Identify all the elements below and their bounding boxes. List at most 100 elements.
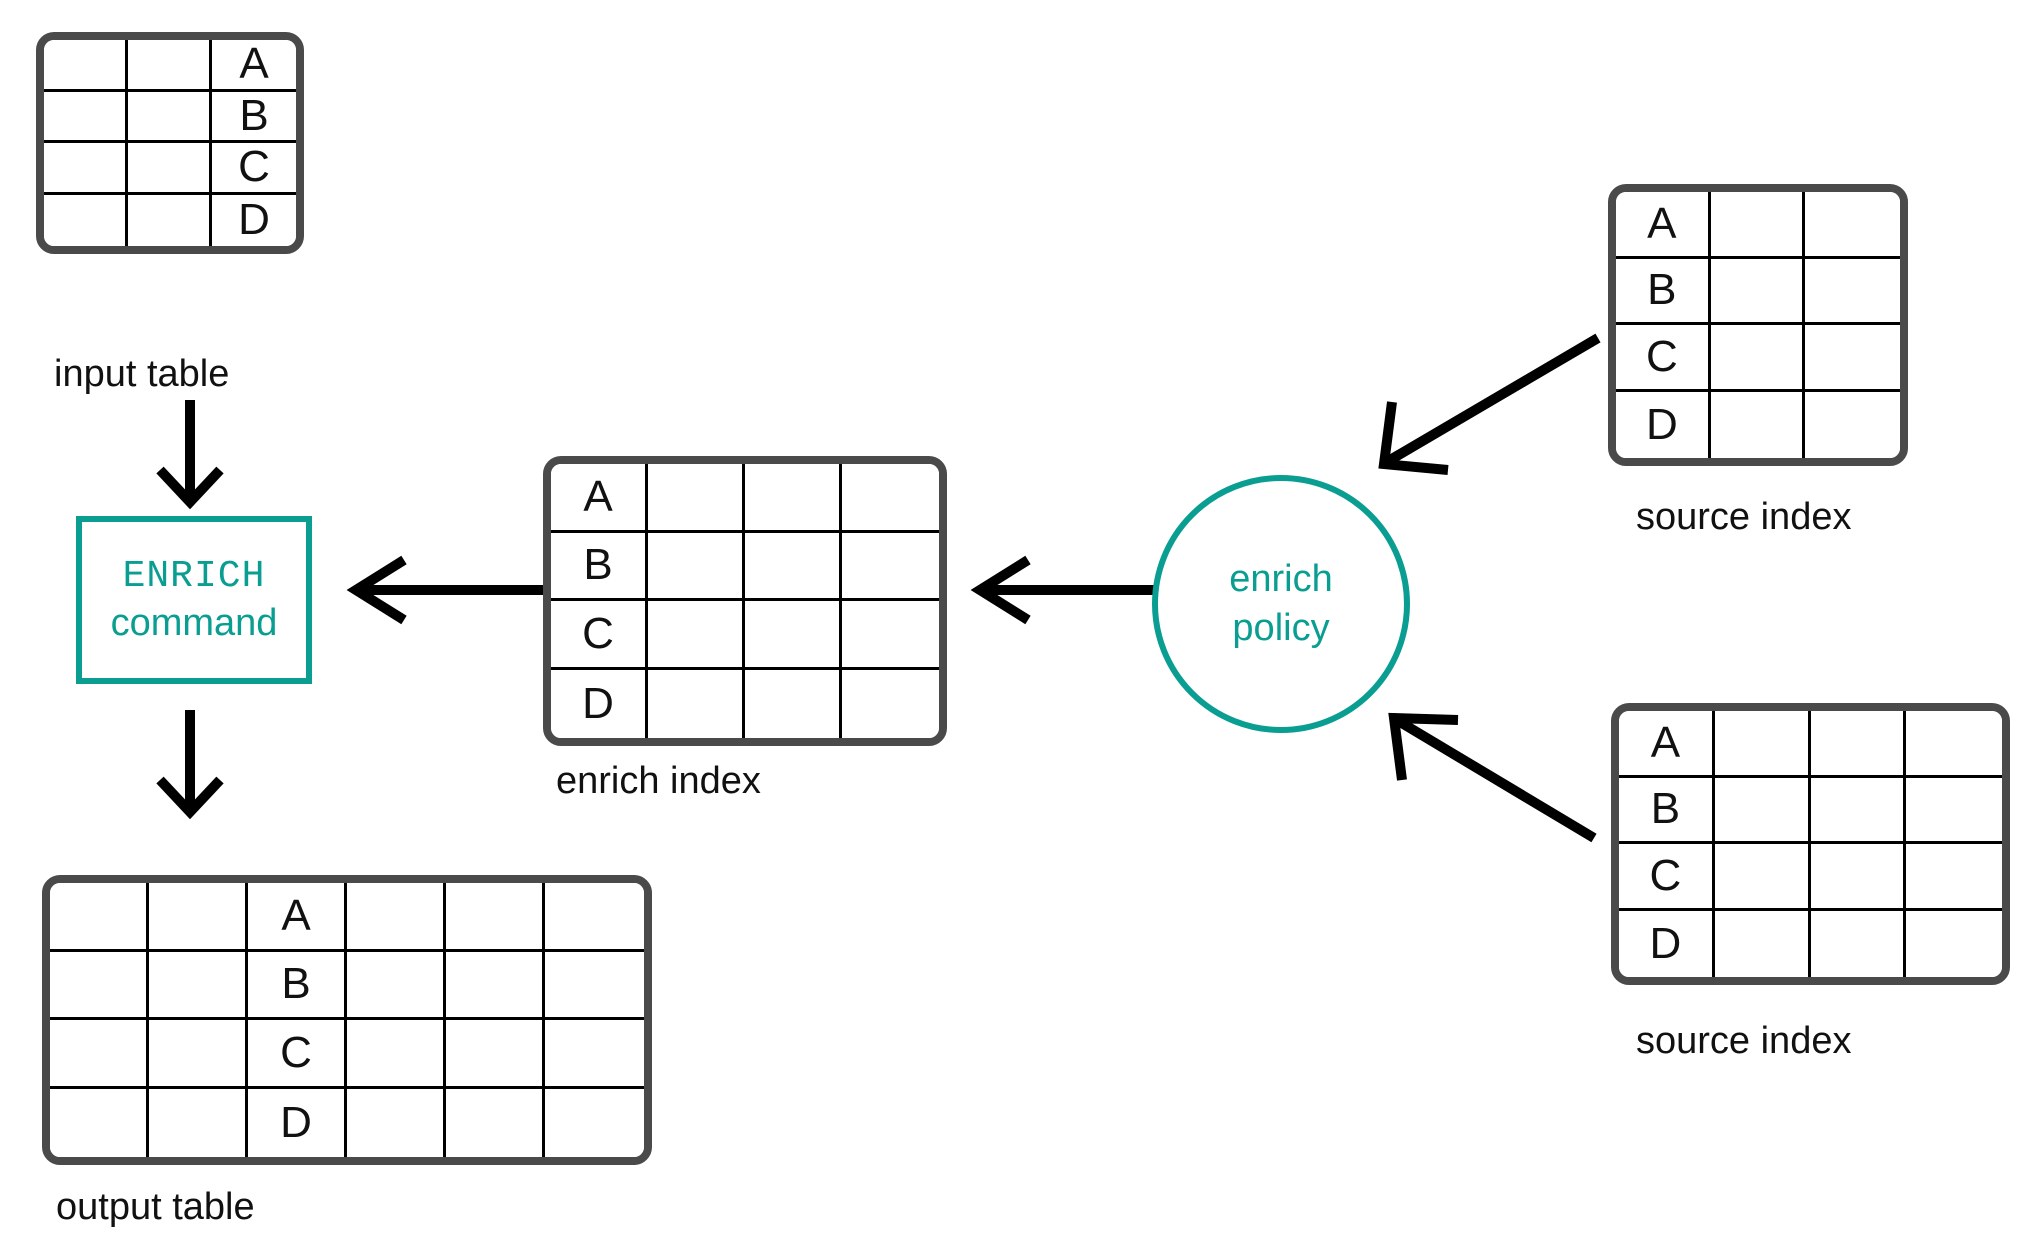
table-cell-key: A	[212, 40, 296, 92]
table-cell	[446, 1020, 545, 1089]
table-cell-key: B	[1616, 258, 1711, 325]
arrow-command-to-output	[156, 710, 224, 820]
table-cell	[50, 1020, 149, 1089]
table-cell	[50, 1088, 149, 1157]
table-cell-key: D	[248, 1088, 347, 1157]
table-cell-key: A	[1619, 711, 1715, 778]
table-cell	[745, 464, 842, 533]
table-cell	[1805, 258, 1900, 325]
table-cell	[648, 532, 745, 601]
table-cell	[149, 951, 248, 1020]
table-cell	[446, 951, 545, 1020]
table-cell	[1810, 910, 1907, 977]
table-cell	[347, 951, 446, 1020]
table-cell	[1714, 777, 1811, 844]
table-cell	[745, 532, 842, 601]
input-table-caption: input table	[54, 353, 230, 395]
table-cell	[128, 143, 212, 195]
table-cell	[128, 40, 212, 92]
table-cell	[842, 464, 939, 533]
table-cell	[1710, 258, 1806, 325]
table-cell	[1805, 391, 1900, 458]
table-cell	[44, 40, 128, 92]
arrow-policy-to-enrich-index	[970, 555, 1160, 625]
table-cell	[1710, 391, 1806, 458]
enrich-command-box[interactable]: ENRICH command	[76, 516, 312, 684]
table-cell	[1810, 711, 1907, 778]
table-cell-key: D	[1619, 910, 1715, 977]
table-cell	[1805, 325, 1900, 392]
table-cell-key: B	[212, 91, 296, 143]
table-cell-key: D	[551, 669, 648, 738]
table-cell	[648, 464, 745, 533]
table-cell-key: B	[551, 532, 648, 601]
source-index-bottom-caption: source index	[1636, 1020, 1852, 1062]
table-cell	[648, 669, 745, 738]
table-cell	[149, 883, 248, 952]
table-cell	[446, 883, 545, 952]
table-cell	[545, 1088, 644, 1157]
table-cell	[44, 194, 128, 246]
table-cell	[1906, 711, 2002, 778]
table-cell	[842, 532, 939, 601]
table-cell	[545, 951, 644, 1020]
table-cell-key: B	[248, 951, 347, 1020]
table-cell	[545, 1020, 644, 1089]
table-cell	[149, 1020, 248, 1089]
table-cell-key: C	[248, 1020, 347, 1089]
table-cell	[1710, 192, 1806, 259]
table-cell	[44, 143, 128, 195]
table-cell	[347, 883, 446, 952]
source-index-top-caption: source index	[1636, 496, 1852, 538]
table-cell	[347, 1088, 446, 1157]
arrow-source-top-to-policy	[1378, 333, 1601, 475]
table-cell	[1714, 711, 1811, 778]
table-cell-key: D	[1616, 391, 1711, 458]
table-cell	[745, 601, 842, 670]
table-cell-key: C	[551, 601, 648, 670]
arrow-enrich-index-to-command	[346, 555, 544, 625]
table-cell	[44, 91, 128, 143]
table-cell	[1906, 777, 2002, 844]
table-cell-key: C	[1616, 325, 1711, 392]
enrich-command-word: command	[110, 602, 278, 644]
table-cell	[745, 669, 842, 738]
table-cell	[842, 669, 939, 738]
table-cell	[50, 951, 149, 1020]
table-cell	[347, 1020, 446, 1089]
table-cell	[1810, 844, 1907, 911]
arrow-input-to-command	[156, 400, 224, 510]
table-cell-key: A	[1616, 192, 1711, 259]
table-cell	[1714, 910, 1811, 977]
table-cell	[1906, 844, 2002, 911]
table-cell	[149, 1088, 248, 1157]
enrich-policy-line2: policy	[1232, 607, 1330, 649]
table-cell-key: B	[1619, 777, 1715, 844]
arrow-source-bottom-to-policy	[1388, 712, 1597, 843]
table-cell	[648, 601, 745, 670]
enrich-command-keyword: ENRICH	[122, 554, 266, 598]
table-cell	[50, 883, 149, 952]
table-cell-key: A	[551, 464, 648, 533]
enrich-index-caption: enrich index	[556, 760, 761, 802]
table-cell	[128, 194, 212, 246]
table-cell-key: D	[212, 194, 296, 246]
table-cell	[1805, 192, 1900, 259]
enrich-policy-circle[interactable]: enrich policy	[1152, 475, 1410, 733]
table-cell-key: C	[212, 143, 296, 195]
table-cell	[1710, 325, 1806, 392]
table-cell	[842, 601, 939, 670]
output-table-caption: output table	[56, 1186, 255, 1228]
table-cell	[1810, 777, 1907, 844]
enrich-policy-line1: enrich	[1229, 557, 1333, 600]
table-cell	[128, 91, 212, 143]
table-cell	[1714, 844, 1811, 911]
table-cell	[545, 883, 644, 952]
table-cell	[1906, 910, 2002, 977]
